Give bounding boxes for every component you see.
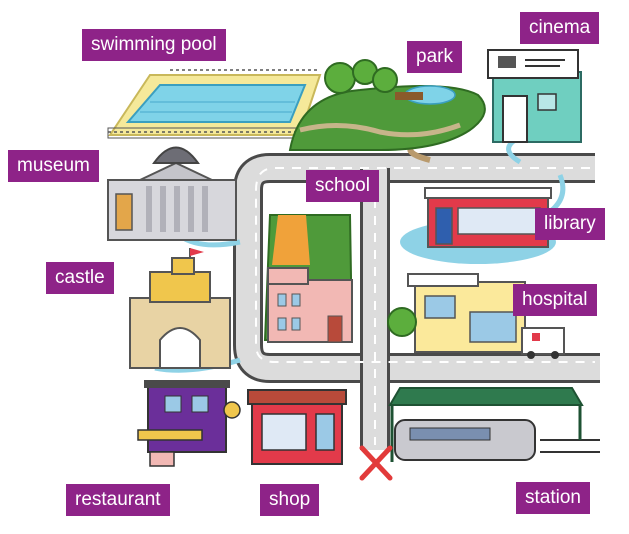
swimming-pool-illustration (107, 69, 322, 139)
restaurant-illustration (137, 380, 241, 467)
station-illustration (388, 387, 600, 462)
label-park: park (407, 41, 462, 73)
label-hospital: hospital (513, 284, 597, 316)
label-museum: museum (8, 150, 99, 182)
museum-illustration (107, 146, 237, 241)
hospital-illustration (387, 273, 565, 359)
label-swimming-pool: swimming pool (82, 29, 226, 61)
shop-illustration (247, 389, 347, 465)
road-network (233, 153, 600, 450)
label-cinema: cinema (520, 12, 600, 44)
label-castle: castle (46, 262, 114, 294)
park-illustration (288, 59, 486, 151)
label-school: school (306, 170, 379, 202)
label-restaurant: restaurant (66, 484, 170, 516)
label-library: library (535, 208, 605, 240)
school-illustration (263, 214, 354, 343)
label-station: station (516, 482, 590, 514)
castle-illustration (129, 248, 231, 369)
cinema-illustration (487, 49, 582, 143)
label-shop: shop (260, 484, 320, 516)
library-illustration (400, 187, 556, 264)
red-x-icon (359, 445, 393, 481)
